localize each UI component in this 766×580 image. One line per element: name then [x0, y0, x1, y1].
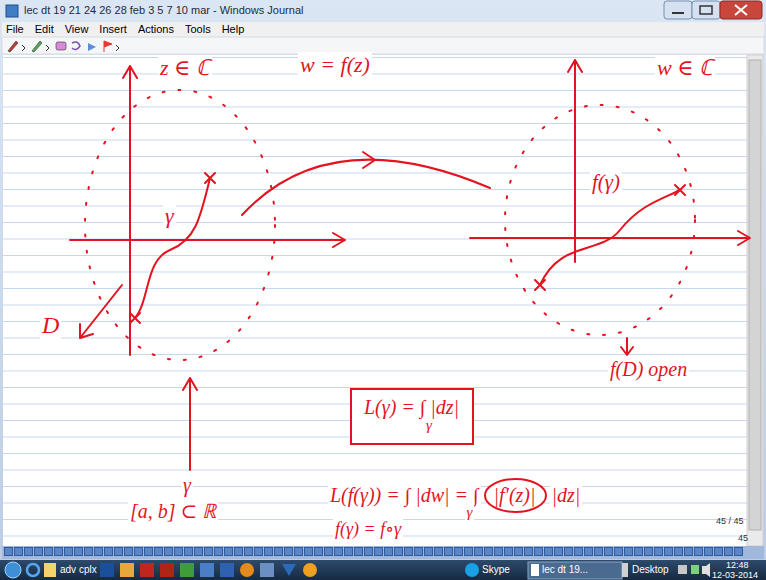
taskbar-item: Skype — [482, 564, 510, 576]
imag-axis — [123, 66, 137, 355]
page-strip — [2, 546, 764, 559]
boxed-formula: L(γ) = ∫ |dz|γ — [350, 388, 474, 445]
formula-text: |f′(z)| — [494, 484, 537, 507]
window-frame — [0, 0, 766, 560]
taskbar — [0, 560, 766, 580]
curve-gamma — [135, 178, 210, 318]
pointer-arrow — [621, 338, 633, 355]
menu-item: Actions — [138, 23, 174, 36]
circled-term: |f′(z)| — [484, 478, 547, 513]
ruled-lines — [3, 55, 747, 546]
circle-outline — [485, 479, 546, 512]
parameter-arrow — [183, 378, 197, 470]
curve-f-gamma — [540, 190, 680, 285]
menu-item: Help — [222, 23, 245, 36]
app-icon — [6, 5, 18, 17]
image-boundary — [505, 105, 695, 335]
subscript: γ — [426, 417, 460, 434]
handwritten-ink — [70, 60, 750, 470]
menu-item: Tools — [185, 23, 211, 36]
window-title: lec dt 19 21 24 26 28 feb 3 5 7 10 mar -… — [24, 4, 303, 17]
subscript: γ — [465, 504, 475, 521]
menu-bar — [2, 22, 764, 37]
toolbar — [2, 37, 764, 54]
equation: f(γ) = f∘γ — [333, 519, 403, 540]
real-axis — [70, 233, 345, 247]
mapping-arrowhead — [363, 152, 375, 168]
menu-item: File — [6, 23, 24, 36]
journal-page — [3, 55, 747, 546]
clock-time: 12:48 — [726, 560, 749, 570]
oblique-arrow — [80, 285, 122, 338]
endpoint-mark — [205, 173, 215, 183]
scrollbar — [747, 55, 763, 546]
equation: L(f(γ)) = ∫ |dw| = ∫ — [328, 484, 481, 507]
clock-date: 12-03-2014 — [712, 570, 758, 580]
map-label: w = f(z) — [298, 52, 372, 77]
taskbar-item: lec dt 19... — [542, 564, 588, 576]
endpoint-mark — [130, 313, 140, 323]
taskbar-item: adv cplx — [60, 564, 97, 576]
menu-item: Insert — [99, 23, 127, 36]
mapping-arc — [242, 160, 490, 215]
endpoint-mark — [675, 185, 685, 195]
curve-label: f(γ) — [590, 170, 622, 194]
menu-item: View — [65, 23, 89, 36]
curve-label: γ — [163, 203, 176, 228]
domain-label: D — [40, 312, 61, 340]
plane-label: w ∈ ℂ — [655, 55, 715, 80]
page-strip-squares — [4, 547, 744, 557]
curve-label: γ — [181, 474, 193, 497]
taskbar-item: Desktop — [632, 564, 669, 576]
toolbar-icons — [8, 41, 119, 52]
imag-axis — [568, 60, 582, 262]
formula-text: L(γ) = ∫ |dz| — [364, 396, 460, 419]
menu-item: Edit — [35, 23, 54, 36]
plane-label: z ∈ ℂ — [158, 55, 212, 80]
scroll-thumb — [749, 60, 761, 530]
interval-label: [a, b] ⊂ ℝ — [128, 500, 218, 523]
window-buttons — [664, 1, 762, 19]
page-number: 45 — [738, 533, 748, 543]
taskbar-icons — [5, 562, 710, 579]
page-number: 45 / 45 — [716, 516, 744, 526]
image-label: f(D) open — [608, 358, 689, 381]
domain-boundary — [85, 90, 275, 360]
endpoint-mark — [535, 280, 545, 290]
equation: |dz| — [550, 484, 583, 507]
